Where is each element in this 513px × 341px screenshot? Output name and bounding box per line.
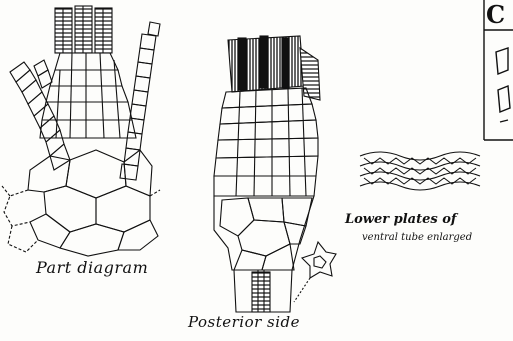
caption-posterior-side: Posterior side: [188, 313, 300, 331]
dashed-plates: [2, 186, 160, 252]
posterior-side-figure: [214, 36, 336, 312]
part-diagram-figure: [2, 6, 160, 256]
corner-letter: C: [486, 0, 505, 29]
caption-ventral-tube: ventral tube enlarged: [362, 232, 472, 243]
caption-part-diagram: Part diagram: [36, 258, 148, 277]
posterior-stem: [234, 270, 292, 312]
posterior-arm-crown: [228, 36, 320, 100]
posterior-calyx-plates: [214, 196, 314, 270]
tegmen-plates: [40, 53, 136, 138]
left-arm: [10, 60, 70, 170]
right-arm: [120, 22, 160, 180]
posterior-tegmen-plates: [214, 88, 318, 196]
stem-cross-section: [294, 242, 336, 302]
caption-lower-plates: Lower plates of: [345, 212, 456, 227]
lower-plates-figure: [360, 152, 480, 190]
arm-hatched-tips: [55, 6, 112, 53]
